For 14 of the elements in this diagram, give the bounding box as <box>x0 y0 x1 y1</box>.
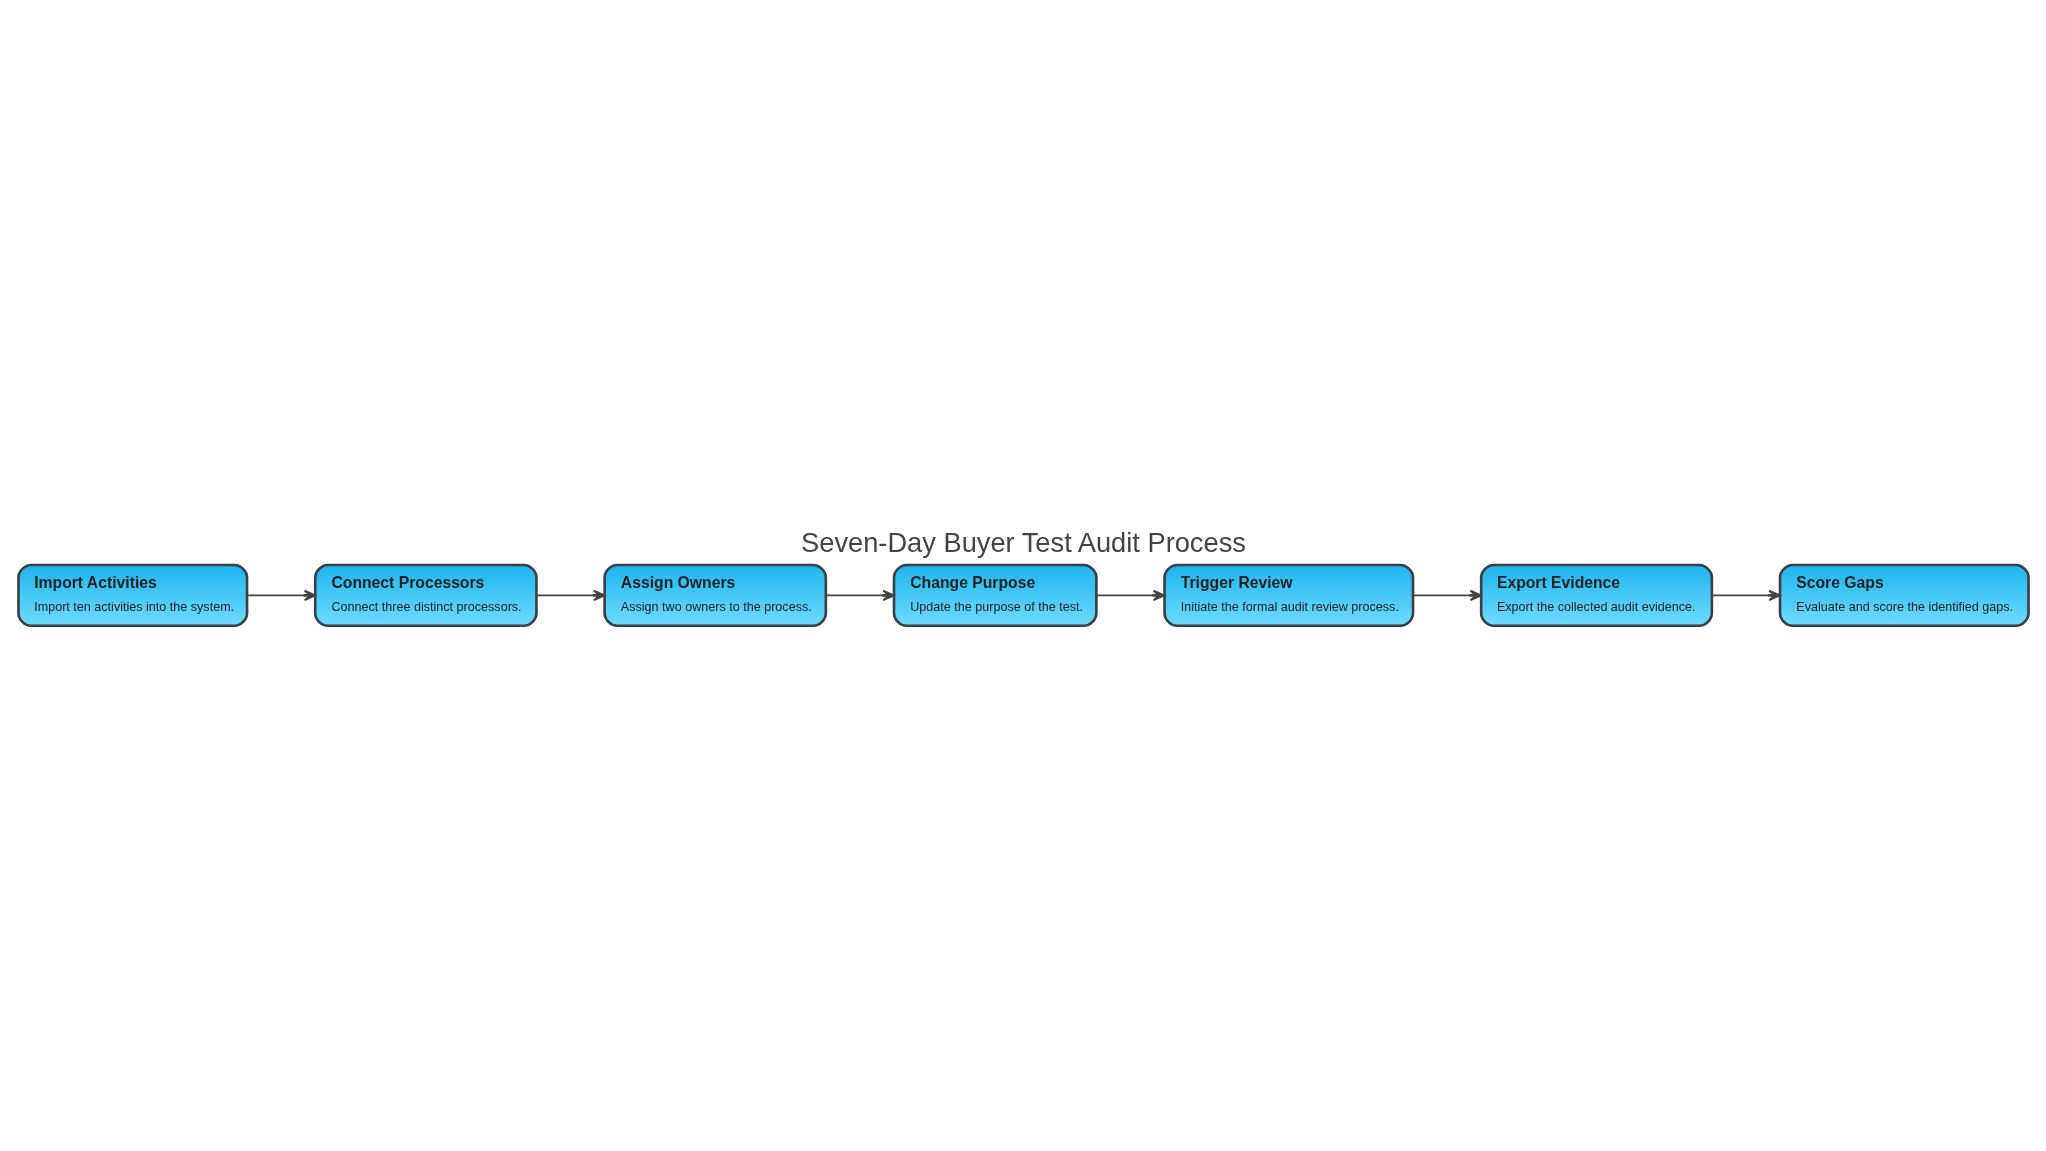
arrow <box>1710 589 1781 601</box>
node-box: Import Activities Import ten activities into the system. <box>16 563 248 627</box>
diagram-title: Seven-Day Buyer Test Audit Process <box>800 526 1246 558</box>
node-box: Change Purpose Update the purpose of the test. <box>892 563 1098 627</box>
arrow <box>1411 589 1482 601</box>
node-box: Assign Owners Assign two owners to the process. <box>602 563 827 627</box>
node-box: Trigger Review Initiate the formal audit review process. <box>1162 563 1414 627</box>
arrow <box>245 589 316 601</box>
node-box: Export Evidence Export the collected audit evidence. <box>1479 563 1713 627</box>
arrow <box>535 589 605 601</box>
arrow <box>824 589 895 601</box>
node-box: Score Gaps Evaluate and score the identified gaps. <box>1778 563 2030 627</box>
arrow <box>1095 589 1165 601</box>
node-box: Connect Processors Connect three distinct processors. <box>313 563 538 627</box>
